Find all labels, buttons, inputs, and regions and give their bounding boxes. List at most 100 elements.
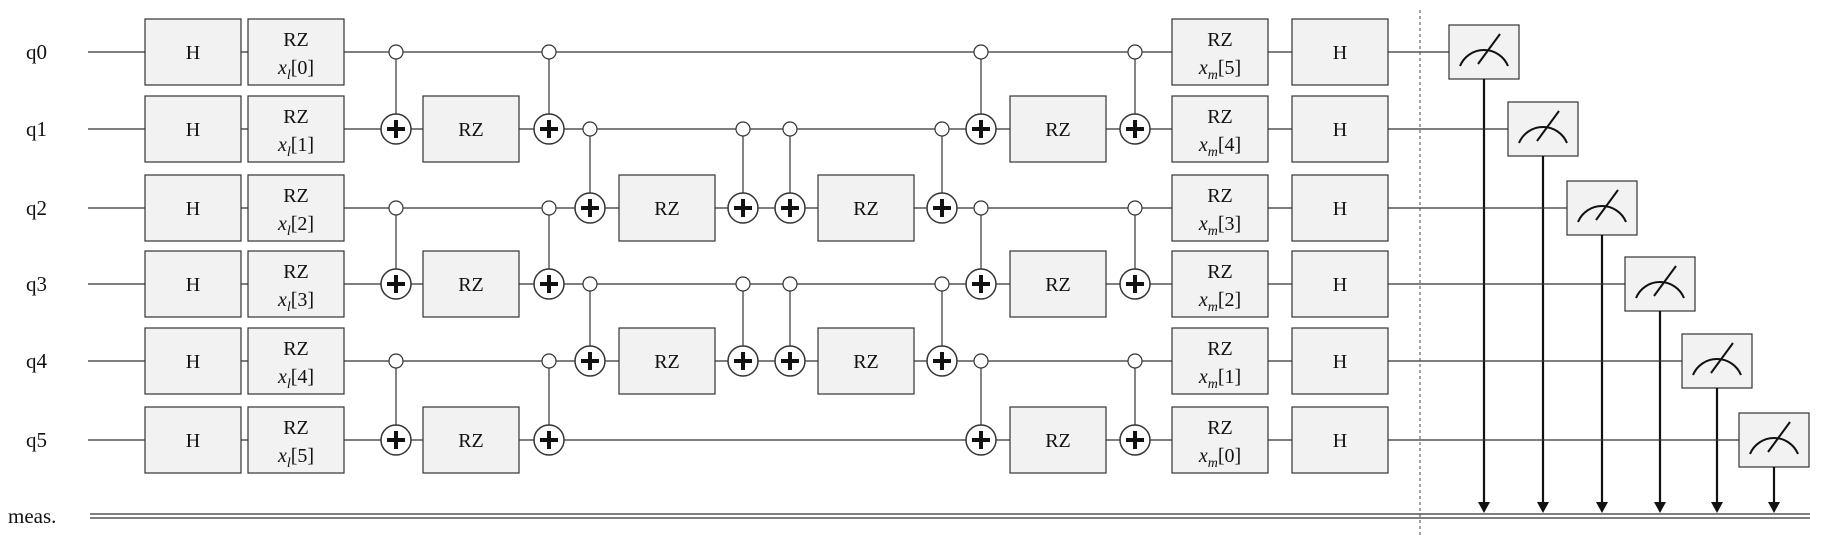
hadamard-gate [144,174,242,242]
rz-decode-gate-param: xm[2] [1198,289,1241,315]
control-dot [735,121,751,137]
rz-gate [422,406,520,474]
rz-gate-label: RZ [853,351,879,373]
classical-register-label: meas. [8,504,56,528]
hadamard-gate-label: H [1333,42,1347,64]
hadamard-gate [144,250,242,318]
hadamard-gate-label: H [1333,198,1347,220]
rz-gate [1009,95,1107,163]
hadamard-gate-label: H [186,351,200,373]
rz-gate-label: RZ [458,430,484,452]
hadamard-gate [144,18,242,86]
hadamard-gate-label: H [186,42,200,64]
rz-gate-label: RZ [1045,119,1071,141]
rz-decode-gate-param: xm[4] [1198,134,1241,160]
qubit-label: q5 [26,428,47,452]
rz-gate-label: RZ [458,119,484,141]
meter-icon [1624,256,1696,312]
rz-gate [618,174,716,242]
rz-decode-gate [1171,327,1269,395]
hadamard-gate [144,327,242,395]
rz-gate-label: RZ [853,198,879,220]
control-dot [782,121,798,137]
hadamard-gate-label: H [186,274,200,296]
meter-icon [1681,333,1753,389]
rz-encode-gate-label: RZ [283,417,309,439]
control-dot [973,44,989,60]
hadamard-gate [1291,327,1389,395]
meter-needle [1710,342,1734,374]
meter-arc [1459,49,1509,67]
hadamard-gate [1291,406,1389,474]
hadamard-gate [1291,174,1389,242]
control-dot [388,44,404,60]
hadamard-gate-label: H [186,430,200,452]
control-dot [541,44,557,60]
meter-needle [1595,189,1619,221]
meter-needle [1653,265,1677,297]
hadamard-gate [144,95,242,163]
rz-gate-label: RZ [654,198,680,220]
rz-gate [817,174,915,242]
control-dot [1127,200,1143,216]
hadamard-gate [1291,95,1389,163]
rz-encode-gate-param: xl[2] [277,213,314,239]
meter-arc [1577,205,1627,223]
measure-arrowhead [1537,502,1549,513]
control-dot [541,200,557,216]
hadamard-gate-label: H [1333,351,1347,373]
qubit-label: q4 [26,349,48,373]
rz-decode-gate-param: xm[1] [1198,366,1241,392]
qubit-wires [88,10,1810,537]
rz-gate-label: RZ [458,274,484,296]
hadamard-gate [144,406,242,474]
meter-arc [1635,281,1685,299]
measure-arrowhead [1711,502,1723,513]
qubit-label: q3 [26,272,47,296]
qubit-label: q0 [26,40,47,64]
rz-encode-gate-label: RZ [283,29,309,51]
rz-gate-label: RZ [1045,274,1071,296]
rz-gate [817,327,915,395]
rz-encode-gate-param: xl[1] [277,134,314,160]
measurements [1430,24,1810,513]
control-dot [934,121,950,137]
rz-encode-gate-param: xl[4] [277,366,314,392]
rz-encode-gate-label: RZ [283,185,309,207]
hadamard-gate-label: H [186,198,200,220]
meter-needle [1477,33,1501,65]
rz-decode-gate-label: RZ [1207,261,1233,283]
meter-needle [1536,110,1560,142]
rz-decode-gate-param: xm[0] [1198,445,1241,471]
rz-encode-gate-param: xl[5] [277,445,314,471]
rz-decode-gate-param: xm[3] [1198,213,1241,239]
rz-decode-gate-label: RZ [1207,106,1233,128]
hadamard-gate-label: H [1333,119,1347,141]
rz-encode-gate-param: xl[0] [277,57,314,83]
rz-encode-gate [247,174,345,242]
control-dot [582,276,598,292]
rz-gate [422,250,520,318]
hadamard-gate [1291,18,1389,86]
rz-gate [1009,250,1107,318]
rz-decode-gate [1171,250,1269,318]
qubit-label: q1 [26,117,47,141]
measure-arrowhead [1596,502,1608,513]
control-dot [1127,44,1143,60]
measure-arrowhead [1654,502,1666,513]
rz-decode-gate [1171,95,1269,163]
rz-decode-gate [1171,18,1269,86]
rz-decode-gate-label: RZ [1207,29,1233,51]
meter-arc [1749,437,1799,455]
rz-encode-gate-label: RZ [283,338,309,360]
rz-encode-gate [247,406,345,474]
control-dot [388,200,404,216]
qubit-label: q2 [26,196,47,220]
hadamard-gate-label: H [186,119,200,141]
meter-icon [1448,24,1520,80]
measure-arrowhead [1478,502,1490,513]
control-dot [973,200,989,216]
hadamard-gate-label: H [1333,430,1347,452]
hadamard-gate [1291,250,1389,318]
